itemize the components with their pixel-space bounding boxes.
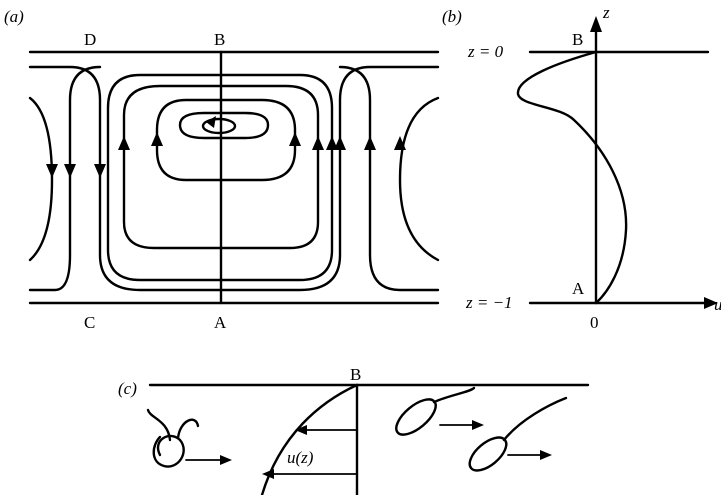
point-a: A <box>572 279 585 298</box>
arrow-up-cell-1-right <box>326 136 338 150</box>
streamline-cell-4 <box>178 111 270 140</box>
panel-a: (a) D B C A <box>4 7 440 332</box>
z-axis-label: z <box>602 3 610 22</box>
arrow-up-right-neighbour <box>394 136 406 150</box>
arrow-down-left-cell <box>46 164 58 178</box>
swimmer-lower <box>468 396 568 472</box>
z-axis-arrowhead <box>590 16 602 32</box>
streamline-outer-bottom <box>28 65 102 292</box>
arrow-up-right-cell <box>364 136 376 150</box>
panel-b: (b) z u z = 0 z = −1 B A 0 <box>442 3 721 332</box>
swimmer-upper-arrow-head <box>472 420 484 430</box>
streamline-cell-3 <box>155 98 297 182</box>
swimmer-curled <box>146 408 232 468</box>
panel-c-tag: (c) <box>118 379 137 398</box>
arrow-down-outer-left <box>64 164 76 178</box>
level-z-minus-1: z = −1 <box>465 293 513 312</box>
swimmer-upper-flagellum <box>432 386 476 404</box>
corner-label-a: A <box>214 313 227 332</box>
arrow-up-cell-3-left <box>151 132 163 146</box>
profile-label-uz: u(z) <box>287 448 314 467</box>
origin-zero: 0 <box>590 313 599 332</box>
profile-arrow-1-head <box>295 425 307 435</box>
panel-a-tag: (a) <box>4 7 24 26</box>
swimmer-lower-flagellum <box>502 396 568 442</box>
surface-point-b: B <box>350 365 361 384</box>
streamline-cell-2 <box>122 84 320 250</box>
panel-c: (c) B u(z) <box>118 365 590 495</box>
streamline-outer <box>28 65 440 292</box>
arrow-down-outer <box>94 164 106 178</box>
arrow-up-cell-2-right <box>312 136 324 150</box>
arrow-up-outer-right <box>334 136 346 150</box>
streamline-left-cell <box>28 96 54 262</box>
swimmer-curled-flagella <box>146 408 200 442</box>
shear-profile <box>260 383 359 495</box>
point-b: B <box>572 30 583 49</box>
panel-b-tag: (b) <box>442 7 462 26</box>
arrow-up-cell-2-left <box>118 136 130 150</box>
arrow-vortex <box>206 116 216 128</box>
corner-label-c: C <box>84 313 95 332</box>
u-axis-arrowhead <box>704 297 718 309</box>
swimmer-lower-arrow-head <box>540 450 552 460</box>
corner-label-d: D <box>84 30 96 49</box>
u-axis-label: u <box>714 295 721 314</box>
velocity-profile <box>516 50 628 305</box>
streamline-outer-right <box>338 65 440 292</box>
profile-arrow-2-head <box>262 469 274 479</box>
swimmer-curled-body <box>152 434 185 468</box>
arrow-up-cell-3-right <box>289 132 301 146</box>
swimmer-curled-arrow-head <box>220 455 232 465</box>
vortex-core <box>201 117 237 135</box>
corner-label-b: B <box>214 30 225 49</box>
swimmer-upper-body <box>395 398 437 436</box>
level-z-0: z = 0 <box>467 42 504 61</box>
streamline-right-cell <box>398 96 440 262</box>
swimmer-upper <box>395 386 484 436</box>
streamline-cell-1 <box>106 73 334 282</box>
